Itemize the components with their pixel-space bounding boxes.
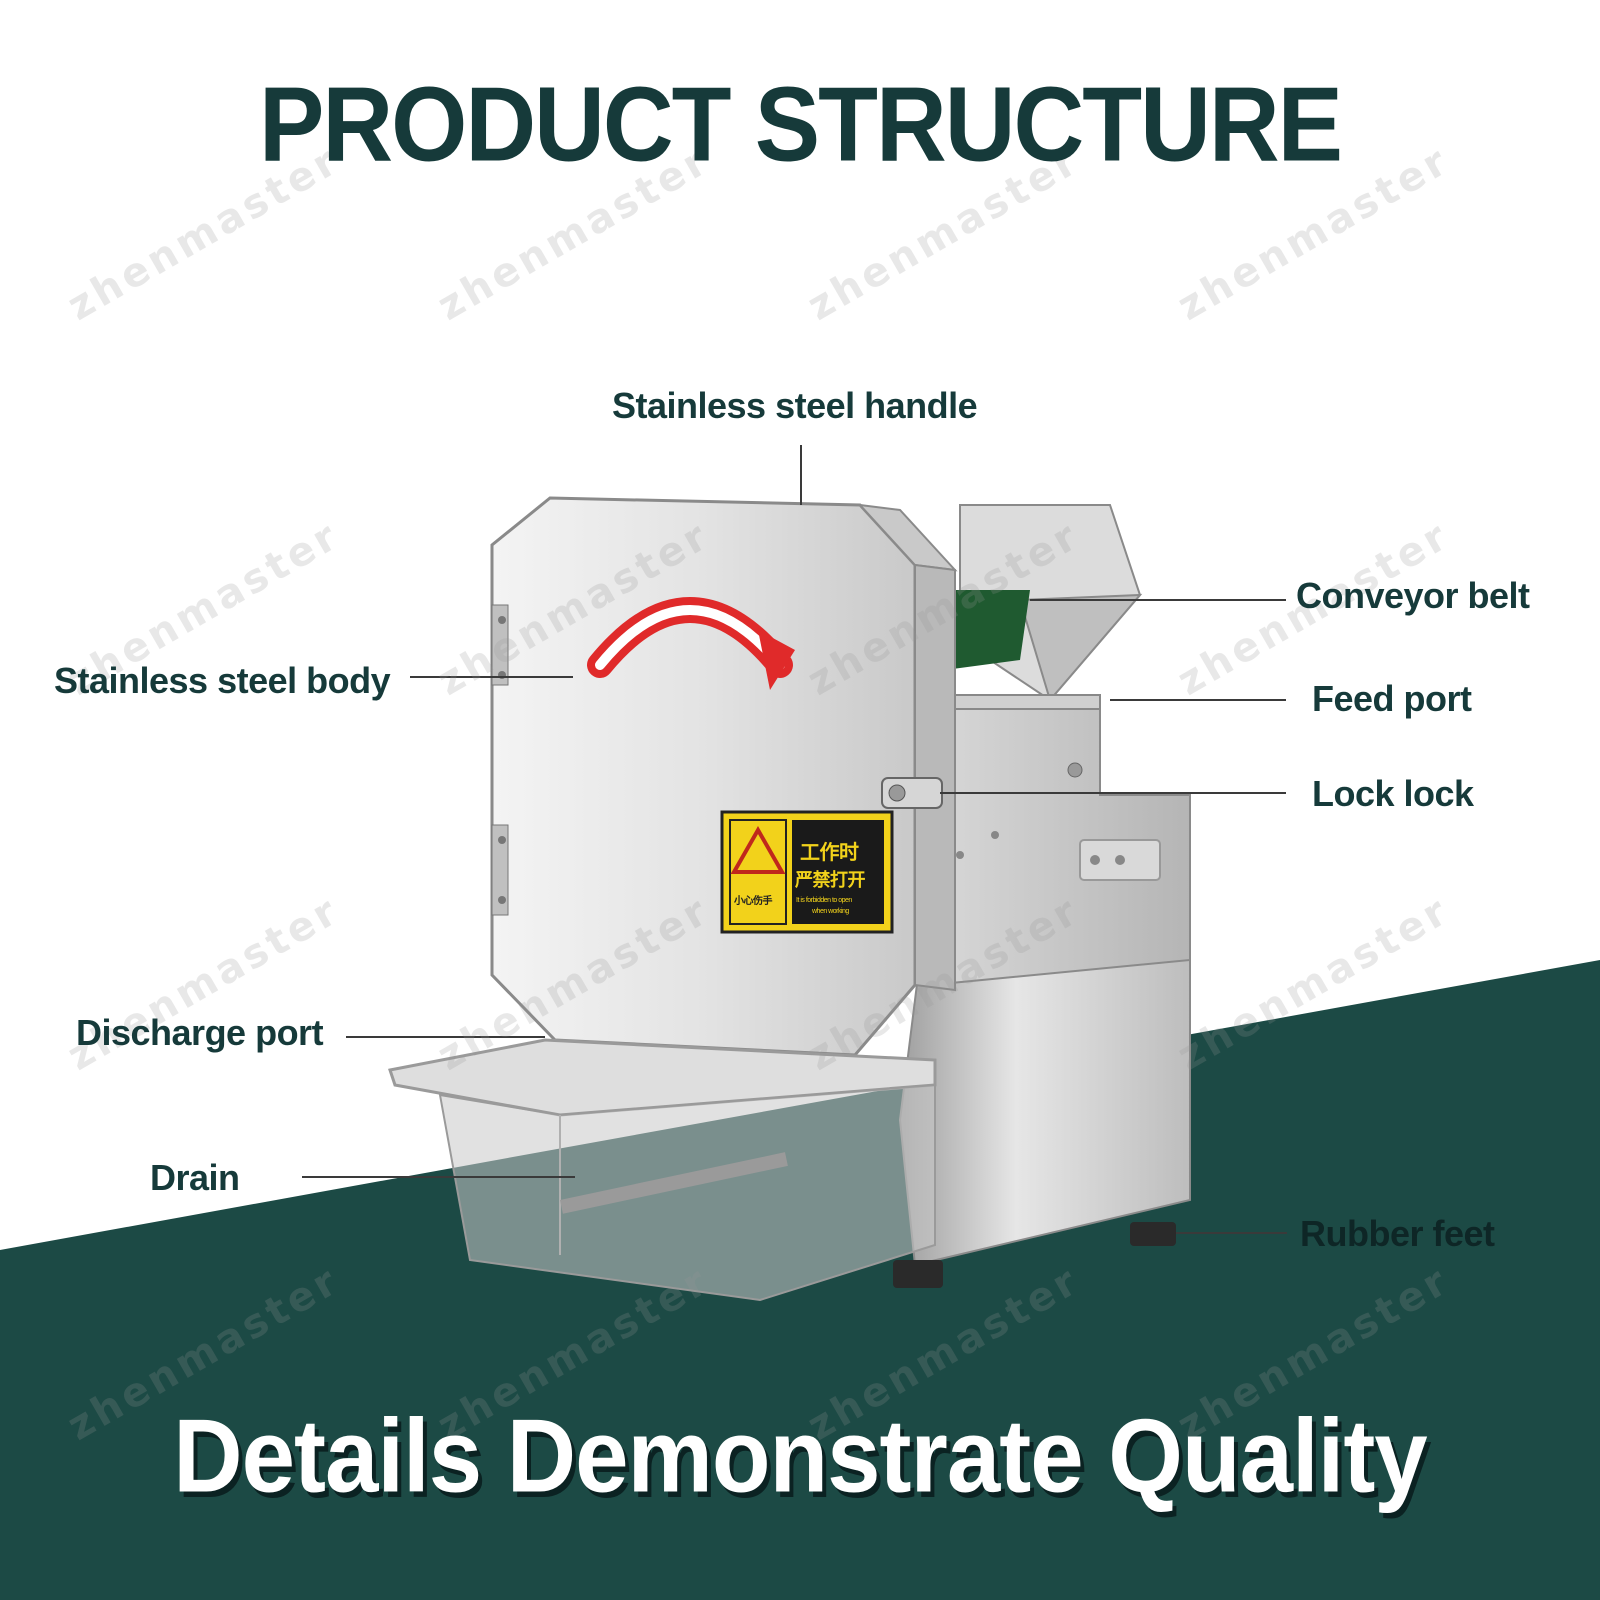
- arrow-head: [758, 630, 795, 690]
- callout-handle: Stainless steel handle: [612, 385, 978, 426]
- hinge: [491, 824, 509, 916]
- screw: [1115, 855, 1125, 865]
- conveyor-belt: [940, 590, 1030, 670]
- callout-drain: Drain: [150, 1157, 240, 1198]
- hinge: [491, 604, 509, 686]
- warning-sign-small-cn: 小心伤手: [734, 896, 773, 907]
- callout-conveyor: Conveyor belt: [1296, 575, 1530, 616]
- rubber-foot: [1130, 1222, 1176, 1246]
- tagline: Details Demonstrate Quality: [173, 1398, 1427, 1515]
- warning-sign-cn-line2: 严禁打开: [795, 870, 866, 890]
- callout-body: Stainless steel body: [54, 660, 391, 701]
- page-title: PRODUCT STRUCTURE: [258, 64, 1343, 184]
- feed-hood-front: [1018, 593, 1143, 703]
- warning-sign-cn-line1: 工作时: [800, 842, 859, 864]
- callout-lock: Lock lock: [1312, 773, 1474, 814]
- warning-sign-en-line1: It is forbidden to open: [796, 897, 852, 904]
- front-door: [490, 496, 917, 1057]
- rubber-foot: [893, 1260, 943, 1288]
- warning-sign-en-line2: when working: [812, 908, 849, 915]
- callout-feed-port: Feed port: [1312, 678, 1472, 719]
- screw: [1090, 855, 1100, 865]
- screw: [956, 851, 964, 859]
- callout-lines: [302, 445, 1287, 1234]
- tray-inner-bar: [560, 1152, 788, 1214]
- warning-triangle-icon: [730, 825, 786, 874]
- feed-port-lip: [939, 694, 1101, 710]
- callout-rubber-feet: Rubber feet: [1300, 1213, 1495, 1254]
- callout-discharge: Discharge port: [76, 1012, 324, 1053]
- screw: [1067, 762, 1083, 778]
- screw: [991, 831, 999, 839]
